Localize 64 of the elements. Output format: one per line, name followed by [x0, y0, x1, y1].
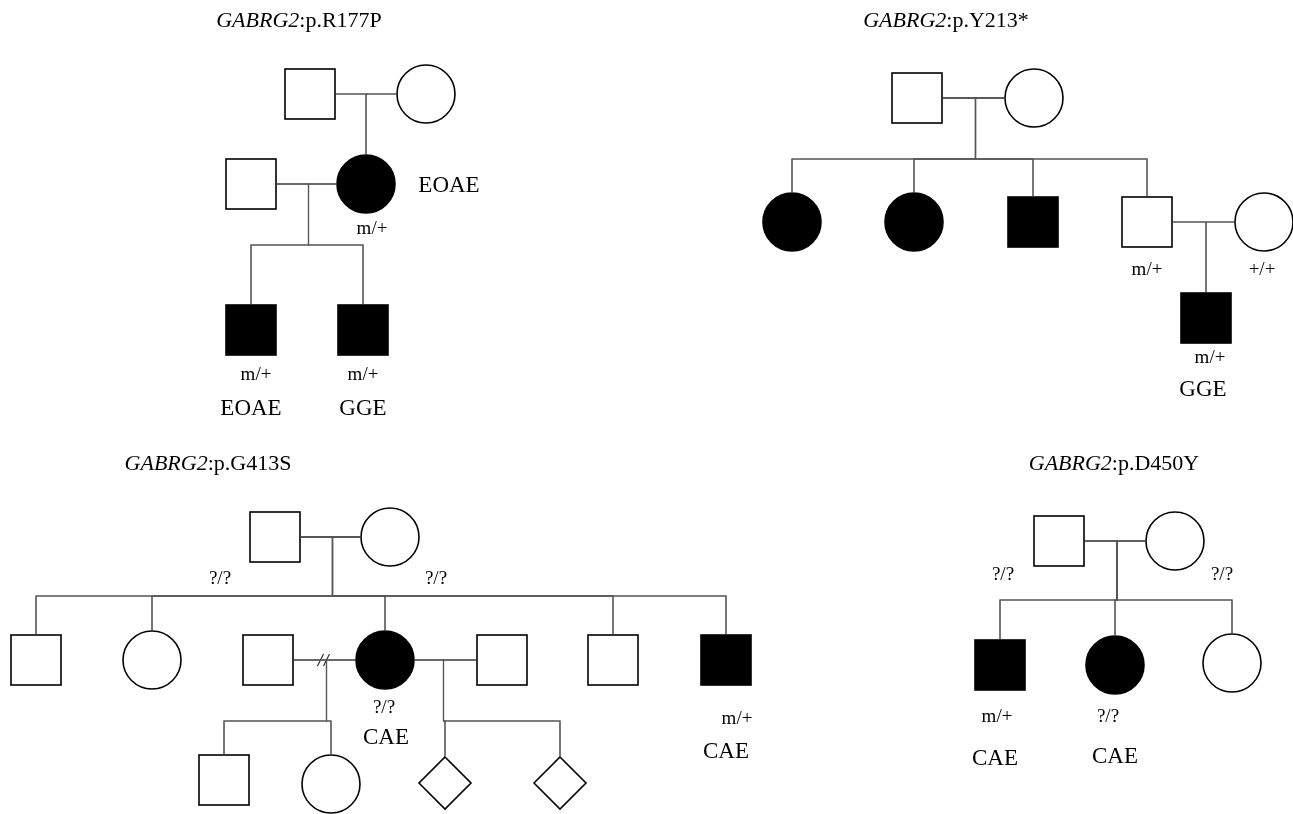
phenotype-label: CAE — [972, 745, 1018, 769]
genotype-label: m/+ — [347, 363, 379, 383]
filled-square-symbol — [700, 634, 752, 686]
square-symbol — [1033, 515, 1085, 567]
filled-circle-symbol — [884, 192, 944, 252]
pedigree-line — [325, 659, 356, 755]
phenotype-label: CAE — [363, 724, 409, 748]
genotype-label: ?/? — [372, 696, 396, 716]
pedigree-title: GABRG2:p.D450Y — [1028, 452, 1200, 474]
square-symbol — [242, 634, 294, 686]
filled-circle-symbol — [336, 154, 396, 214]
filled-circle-symbol — [355, 630, 415, 690]
phenotype-label: GGE — [339, 395, 387, 419]
filled-square-symbol — [1180, 292, 1232, 344]
circle-symbol — [1145, 511, 1205, 571]
phenotype-label: GGE — [1179, 376, 1227, 400]
pedigree-title: GABRG2:p.R177P — [216, 9, 382, 31]
square-symbol — [1121, 196, 1173, 248]
phenotype-label: EOAE — [220, 395, 282, 419]
phenotype-label: EOAE — [418, 172, 480, 196]
genotype-label: m/+ — [721, 707, 753, 727]
circle-symbol — [1004, 68, 1064, 128]
square-symbol — [476, 634, 528, 686]
circle-symbol — [301, 754, 361, 814]
square-symbol — [198, 754, 250, 806]
square-symbol — [10, 634, 62, 686]
square-symbol — [225, 158, 277, 210]
phenotype-label: CAE — [1092, 743, 1138, 767]
genotype-label: ?/? — [991, 563, 1015, 583]
filled-circle-symbol — [762, 192, 822, 252]
filled-square-symbol — [1007, 196, 1059, 248]
pedigree-title: GABRG2:p.Y213* — [863, 9, 1029, 31]
pedigree-line — [1116, 540, 1233, 634]
pedigree-line — [307, 183, 364, 305]
phenotype-label: CAE — [703, 738, 749, 762]
genotype-label: ?/? — [424, 567, 448, 587]
genotype-label: m/+ — [1131, 258, 1163, 278]
circle-symbol — [396, 64, 456, 124]
square-symbol — [587, 634, 639, 686]
genotype-label: ?/? — [208, 567, 232, 587]
square-symbol — [891, 72, 943, 124]
diamond-symbol — [533, 756, 587, 810]
filled-square-symbol — [974, 639, 1026, 691]
circle-symbol — [1202, 633, 1262, 693]
circle-symbol — [122, 630, 182, 690]
pedigree-title: GABRG2:p.G413S — [124, 452, 292, 474]
genotype-label: +/+ — [1248, 258, 1276, 278]
filled-square-symbol — [225, 304, 277, 356]
genotype-label: ?/? — [1096, 705, 1120, 725]
genotype-label: m/+ — [1194, 346, 1226, 366]
pedigree-line — [1204, 221, 1235, 293]
square-symbol — [249, 511, 301, 563]
genotype-label: ?/? — [1210, 563, 1234, 583]
genotype-label: m/+ — [240, 363, 272, 383]
genotype-label: m/+ — [981, 705, 1013, 725]
square-symbol — [284, 68, 336, 120]
filled-square-symbol — [337, 304, 389, 356]
pedigree-line — [442, 659, 561, 757]
diamond-symbol — [418, 756, 472, 810]
filled-circle-symbol — [1085, 635, 1145, 695]
pedigree-line — [974, 97, 1148, 197]
pedigree-line — [365, 93, 397, 155]
circle-symbol — [360, 507, 420, 567]
genotype-label: m/+ — [356, 217, 388, 237]
